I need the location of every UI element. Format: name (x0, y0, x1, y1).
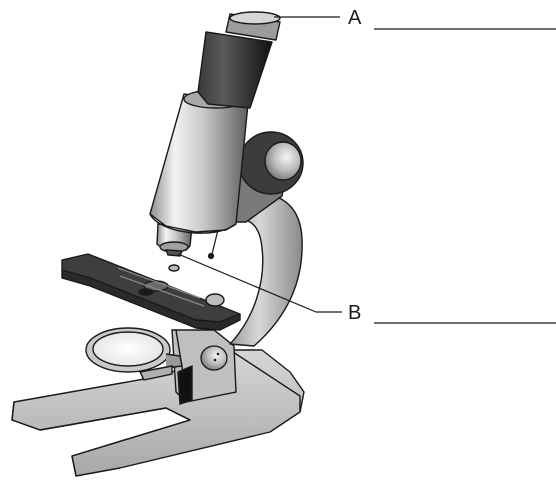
microscope-mirror (86, 328, 182, 380)
body-tube (150, 90, 248, 233)
focus-pin (209, 230, 219, 259)
fine-focus-knob (201, 346, 227, 370)
microscope-stage (62, 254, 240, 330)
coarse-focus-knob (239, 132, 303, 194)
microscope-pillar (172, 330, 236, 404)
eyepiece (198, 12, 280, 108)
label-letter-b: B (348, 302, 361, 324)
callout-a: A (274, 7, 556, 29)
label-letter-a: A (348, 7, 362, 29)
